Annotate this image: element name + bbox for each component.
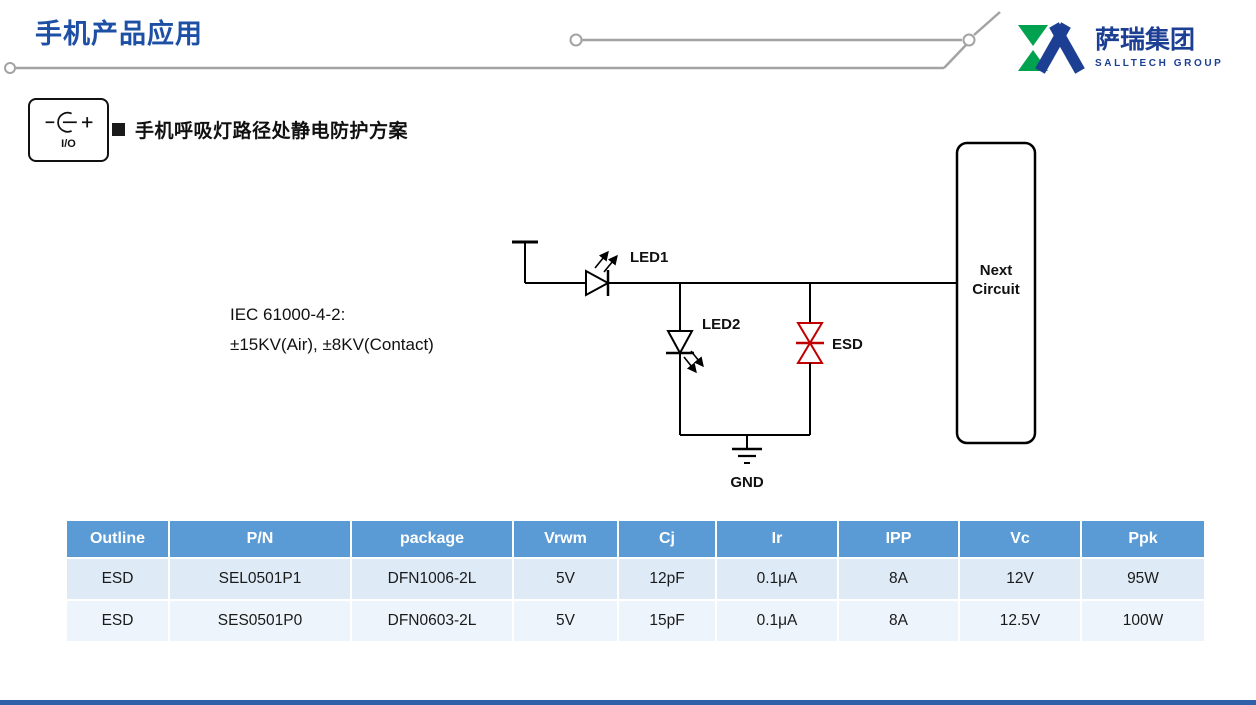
cell-ipp: 8A xyxy=(837,557,960,601)
cell-package: DFN0603-2L xyxy=(350,599,514,643)
section-heading-text: 手机呼吸灯路径处静电防护方案 xyxy=(135,121,409,142)
deco-circle-right xyxy=(962,33,976,47)
esd-label: ESD xyxy=(832,336,863,353)
io-symbol-icon xyxy=(45,111,92,133)
cell-ppk: 95W xyxy=(1080,557,1206,601)
cell-cj: 12pF xyxy=(617,557,717,601)
cell-cj: 15pF xyxy=(617,599,717,643)
parts-table: Outline P/N package Vrwm Cj Ir IPP Vc Pp… xyxy=(65,519,1206,643)
col-header-ipp: IPP xyxy=(837,519,960,559)
led1-symbol xyxy=(585,250,618,297)
esd-tvs-symbol xyxy=(796,283,824,435)
led2-symbol xyxy=(666,283,704,435)
gnd-label: GND xyxy=(730,474,764,491)
page-title: 手机产品应用 xyxy=(35,19,203,49)
ground-symbol xyxy=(732,435,762,464)
led2-label: LED2 xyxy=(702,316,740,333)
square-bullet-icon xyxy=(112,123,125,136)
cell-ipp: 8A xyxy=(837,599,960,643)
led1-label: LED1 xyxy=(630,249,668,266)
cell-pn: SES0501P0 xyxy=(168,599,352,643)
io-label: I/O xyxy=(61,137,76,150)
cell-ppk: 100W xyxy=(1080,599,1206,643)
cell-pn: SEL0501P1 xyxy=(168,557,352,601)
col-header-outline: Outline xyxy=(65,519,170,559)
iec-rating-text: ±15KV(Air), ±8KV(Contact) xyxy=(230,335,434,354)
col-header-pn: P/N xyxy=(168,519,352,559)
deco-circle-left xyxy=(4,62,16,74)
cell-vrwm: 5V xyxy=(512,557,619,601)
logo-text: 萨瑞集团 SALLTECH GROUP xyxy=(1095,27,1223,69)
salltech-logo-icon xyxy=(1018,22,1085,74)
col-header-ir: Ir xyxy=(715,519,839,559)
col-header-package: package xyxy=(350,519,514,559)
cell-outline: ESD xyxy=(65,557,170,601)
cell-package: DFN1006-2L xyxy=(350,557,514,601)
cell-vc: 12.5V xyxy=(958,599,1082,643)
table-row: ESD SEL0501P1 DFN1006-2L 5V 12pF 0.1μA 8… xyxy=(65,557,1206,601)
circuit-diagram: IEC 61000-4-2: ±15KV(Air), ±8KV(Contact)… xyxy=(230,141,1037,491)
next-circuit-label-line1: Next xyxy=(980,262,1013,279)
section-heading: 手机呼吸灯路径处静电防护方案 xyxy=(112,116,408,143)
cell-ir: 0.1μA xyxy=(715,599,839,643)
io-port-badge: I/O xyxy=(28,98,109,162)
col-header-vrwm: Vrwm xyxy=(512,519,619,559)
cell-vc: 12V xyxy=(958,557,1082,601)
next-circuit-label-line2: Circuit xyxy=(972,281,1020,298)
power-terminal-symbol xyxy=(512,240,538,283)
col-header-cj: Cj xyxy=(617,519,717,559)
company-logo: 萨瑞集团 SALLTECH GROUP xyxy=(1016,22,1223,74)
col-header-ppk: Ppk xyxy=(1080,519,1206,559)
next-circuit-block: Next Circuit xyxy=(955,141,1037,445)
cell-outline: ESD xyxy=(65,599,170,643)
cell-vrwm: 5V xyxy=(512,599,619,643)
table-row: ESD SES0501P0 DFN0603-2L 5V 15pF 0.1μA 8… xyxy=(65,599,1206,643)
logo-name-cn: 萨瑞集团 xyxy=(1095,26,1196,55)
logo-name-en: SALLTECH GROUP xyxy=(1095,57,1224,69)
table-header-row: Outline P/N package Vrwm Cj Ir IPP Vc Pp… xyxy=(65,519,1206,559)
footer-bar xyxy=(0,700,1256,705)
cell-ir: 0.1μA xyxy=(715,557,839,601)
col-header-vc: Vc xyxy=(958,519,1082,559)
deco-circle-mid xyxy=(569,33,583,47)
iec-standard-text: IEC 61000-4-2: xyxy=(230,305,345,324)
